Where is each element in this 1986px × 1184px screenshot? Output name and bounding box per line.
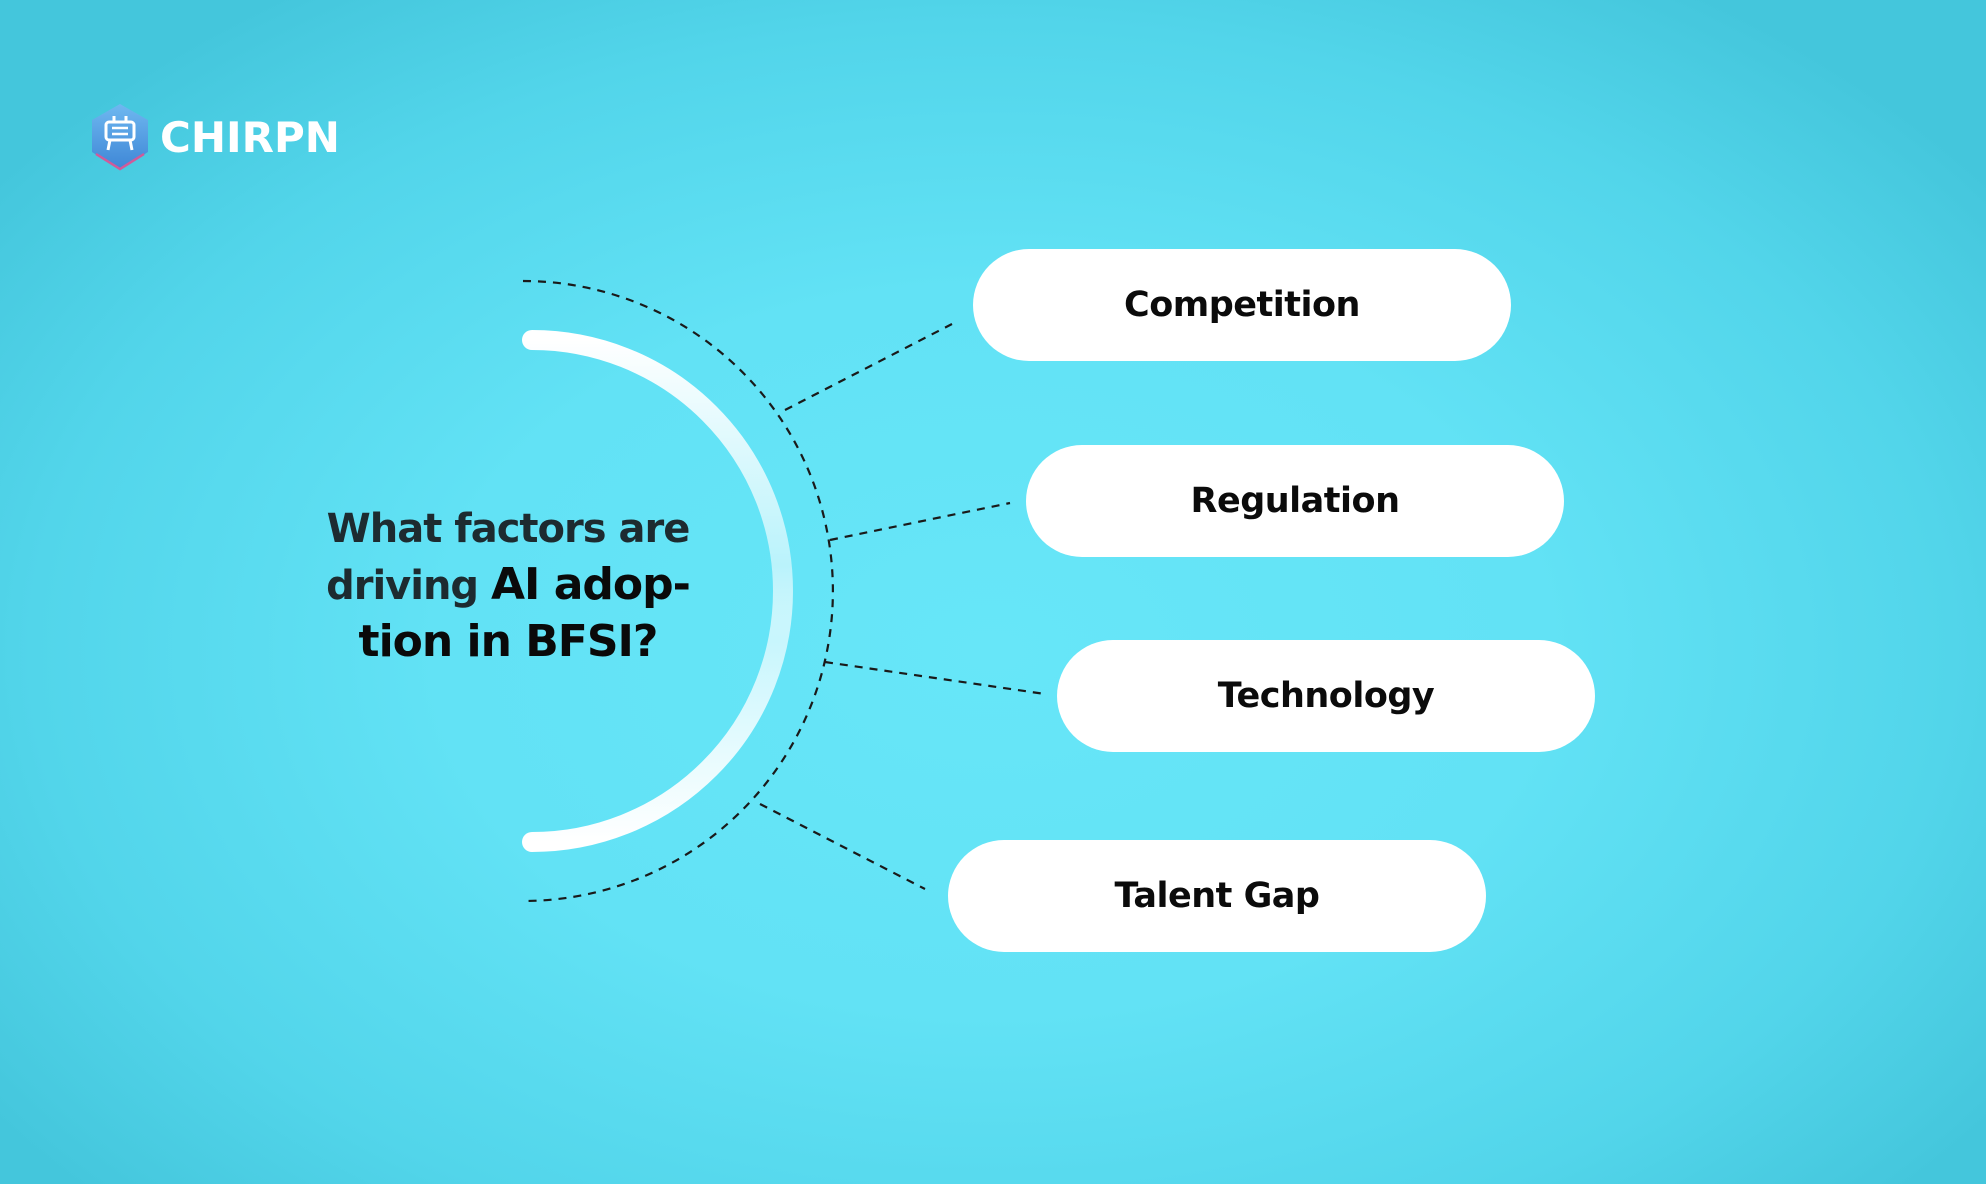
inner-arc <box>522 330 793 852</box>
factor-pill-technology: Technology <box>1057 640 1595 752</box>
connector-technology <box>824 660 1046 696</box>
connector-talent-gap <box>759 803 926 890</box>
brand-name: CHIRPN <box>160 113 340 162</box>
question-line-1: What factors are <box>326 506 691 552</box>
question-line-3: tion in BFSI? <box>358 616 659 667</box>
central-question: What factors are driving AI adop- tion i… <box>298 502 718 669</box>
brand-logo: CHIRPN <box>88 100 340 176</box>
connector-competition <box>784 323 953 411</box>
factor-pill-competition: Competition <box>973 249 1511 361</box>
question-line-2-emphasis: AI adop- <box>490 559 691 610</box>
outer-dashed-arc <box>522 279 835 903</box>
factor-pill-regulation: Regulation <box>1026 445 1564 557</box>
question-line-2-plain: driving <box>326 563 491 609</box>
shield-robot-icon <box>92 104 148 171</box>
factor-pill-talent-gap: Talent Gap <box>948 840 1486 952</box>
connector-regulation <box>829 501 1011 542</box>
question-line-2: driving AI adop- <box>298 557 718 614</box>
